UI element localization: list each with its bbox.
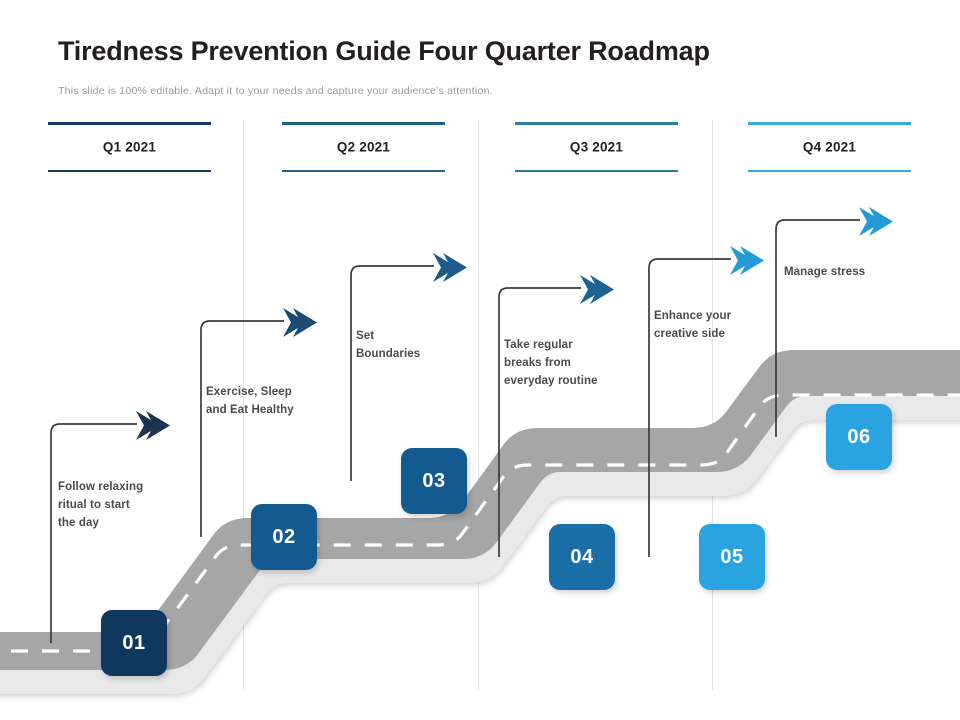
step-badge-06[interactable]: 06 (826, 404, 892, 470)
quarter-rule-top (48, 122, 211, 125)
quarter-rule-top (748, 122, 911, 125)
quarter-rule-top (515, 122, 678, 125)
step-badge-04[interactable]: 04 (549, 524, 615, 590)
step-label-01: Follow relaxing ritual to start the day (58, 481, 144, 529)
quarter-rule-bottom (282, 169, 445, 172)
step-label-02: Exercise, Sleep and Eat Healthy (206, 386, 294, 416)
step-label-05: Enhance your creative side (654, 310, 732, 340)
page-title: Tiredness Prevention Guide Four Quarter … (58, 36, 710, 66)
quarter-header-q3[interactable]: Q3 2021 (515, 122, 678, 172)
step-badge-05[interactable]: 05 (699, 524, 765, 590)
quarter-header-q4[interactable]: Q4 2021 (748, 122, 911, 172)
step-badge-03[interactable]: 03 (401, 448, 467, 514)
column-divider-2 (478, 120, 479, 690)
page-subtitle: This slide is 100% editable. Adapt it to… (58, 85, 493, 97)
arrow-head-02 (283, 308, 317, 337)
quarter-rule-top (282, 122, 445, 125)
connector-line-05 (648, 258, 731, 557)
quarter-label: Q1 2021 (102, 139, 157, 155)
arrow-head-04 (580, 275, 614, 304)
column-divider-3 (712, 120, 713, 690)
quarter-label: Q4 2021 (802, 139, 857, 155)
step-label-03: Set Boundaries (356, 330, 421, 360)
quarter-rule-bottom (515, 169, 678, 172)
quarter-header-q2[interactable]: Q2 2021 (282, 122, 445, 172)
step-label-06: Manage stress (784, 266, 866, 278)
quarter-header-q1[interactable]: Q1 2021 (48, 122, 211, 172)
step-badge-02[interactable]: 02 (251, 504, 317, 570)
arrow-head-01 (136, 411, 170, 440)
step-label-04: Take regular breaks from everyday routin… (504, 339, 598, 387)
arrow-head-05 (730, 246, 764, 275)
quarter-label: Q3 2021 (569, 139, 624, 155)
connector-line-04 (498, 287, 581, 557)
arrow-head-03 (433, 253, 467, 282)
quarter-label: Q2 2021 (336, 139, 391, 155)
step-badge-01[interactable]: 01 (101, 610, 167, 676)
arrow-head-06 (859, 207, 893, 236)
quarter-rule-bottom (748, 169, 911, 172)
quarter-rule-bottom (48, 169, 211, 172)
